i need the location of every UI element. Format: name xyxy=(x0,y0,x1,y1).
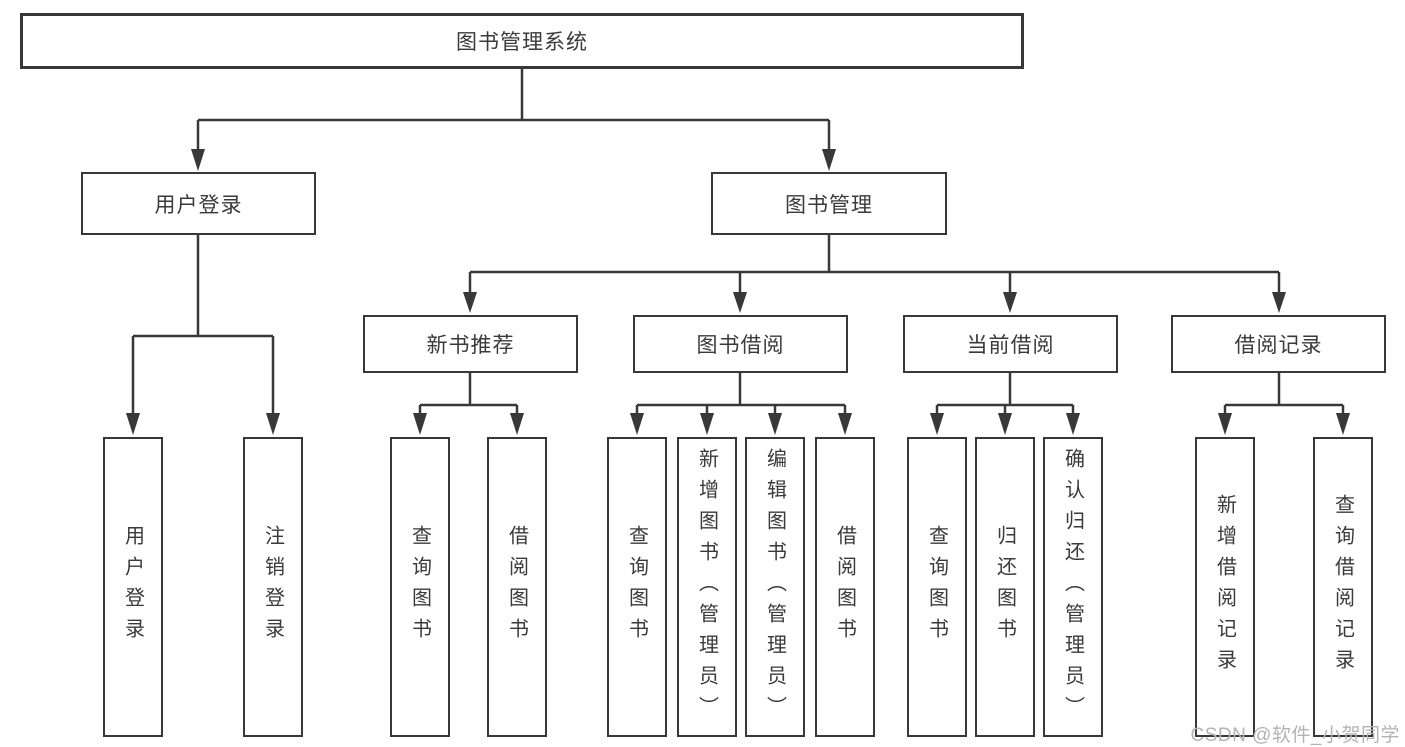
leaf-return-books: 归还图书 xyxy=(975,437,1035,737)
leaf-add-book-admin: 新增图书（管理员） xyxy=(677,437,737,737)
node-book-borrowing: 图书借阅 xyxy=(633,315,848,373)
leaf-borrow-books-recommend: 借阅图书 xyxy=(487,437,547,737)
node-new-book-recommendation: 新书推荐 xyxy=(363,315,578,373)
node-library-management-system: 图书管理系统 xyxy=(20,13,1024,69)
leaf-query-books-recommend: 查询图书 xyxy=(390,437,450,737)
leaf-add-borrow-record: 新增借阅记录 xyxy=(1195,437,1255,737)
node-borrowing-records: 借阅记录 xyxy=(1171,315,1386,373)
node-user-login: 用户登录 xyxy=(81,172,316,235)
leaf-logout: 注销登录 xyxy=(243,437,303,737)
leaf-edit-book-admin: 编辑图书（管理员） xyxy=(745,437,805,737)
leaf-borrow-books: 借阅图书 xyxy=(815,437,875,737)
arrow-down-icons xyxy=(126,149,1350,435)
leaf-user-login: 用户登录 xyxy=(103,437,163,737)
leaf-confirm-return-admin: 确认归还（管理员） xyxy=(1043,437,1103,737)
leaf-query-books-current: 查询图书 xyxy=(907,437,967,737)
leaf-query-borrow-record: 查询借阅记录 xyxy=(1313,437,1373,737)
node-current-borrowing: 当前借阅 xyxy=(903,315,1118,373)
node-book-management: 图书管理 xyxy=(711,172,947,235)
leaf-query-books-borrow: 查询图书 xyxy=(607,437,667,737)
watermark-text: CSDN @软件_小贺同学 xyxy=(1190,725,1400,746)
